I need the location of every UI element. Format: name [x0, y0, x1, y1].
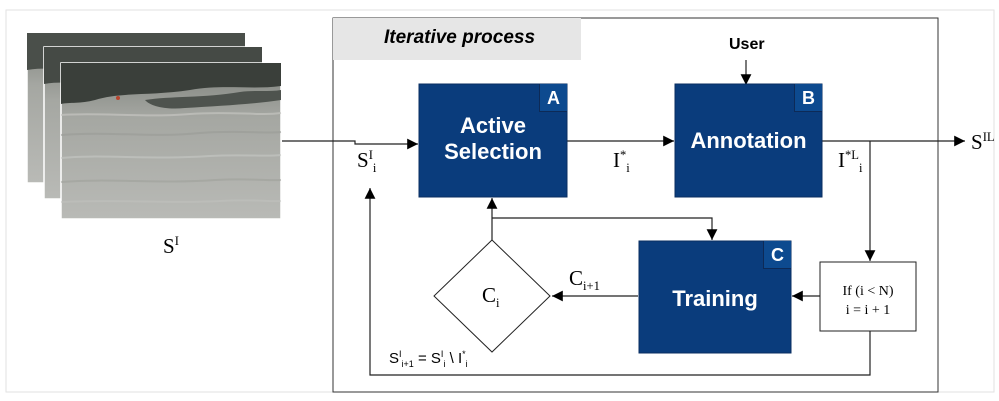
- iterative-frame: [332, 17, 939, 393]
- eq-rhs-sup: *: [462, 349, 466, 359]
- label-i-il-base: I: [838, 148, 845, 172]
- rocks-band: [145, 90, 281, 109]
- edge-feedback-loop: [364, 188, 871, 376]
- edge-branch-to-training: [492, 217, 718, 240]
- eq-equals: =: [413, 350, 431, 367]
- label-s-i-base: S: [357, 148, 369, 172]
- annotation-title: Annotation: [690, 128, 807, 153]
- rocks-top: [61, 63, 281, 104]
- user-label: User: [729, 36, 765, 53]
- label-s-i-sup: I: [368, 148, 373, 162]
- condition-line2: i = i + 1: [845, 302, 891, 318]
- decision-diamond: [433, 239, 551, 353]
- eq-mid-sub: i: [443, 359, 446, 369]
- input-label-sup: I: [174, 234, 179, 248]
- eq-op: \: [445, 350, 458, 367]
- label-i-i: I*i: [613, 148, 630, 175]
- input-label-base: S: [163, 234, 175, 258]
- eq-lhs-sup: I: [399, 349, 402, 359]
- output-label-base: S: [971, 130, 983, 154]
- active-selection-title: Active Selection: [419, 113, 567, 166]
- eq-rhs-base: I: [457, 350, 463, 367]
- label-i-i-base: I: [613, 148, 620, 172]
- output-label: SIL: [971, 130, 995, 154]
- label-i-i-sub: i: [626, 161, 630, 176]
- output-label-sup: IL: [982, 130, 995, 144]
- eq-rhs-sub: i: [465, 359, 468, 369]
- label-s-i: SIi: [357, 148, 376, 175]
- condition-line1: If (i < N): [842, 284, 894, 299]
- eq-mid-base: S: [430, 350, 441, 367]
- active-selection-line2: Selection: [444, 139, 542, 165]
- active-selection-line1: Active: [459, 113, 527, 138]
- eq-lhs-sub: i+1: [401, 359, 414, 369]
- condition-box: [819, 261, 917, 332]
- edge-input-to-selection: [282, 138, 418, 150]
- training-title: Training: [672, 286, 758, 311]
- label-i-il-sub: i: [859, 161, 863, 176]
- badge-b: B: [794, 84, 822, 112]
- label-c-i1: Ci+1: [569, 266, 600, 293]
- label-c-i-sub: i: [496, 296, 500, 311]
- label-i-il: I*Li: [838, 148, 863, 175]
- label-c-i-base: C: [482, 283, 497, 307]
- image-front: [60, 62, 282, 220]
- eq-mid-sup: I: [440, 349, 444, 359]
- label-i-il-sup: *L: [845, 148, 859, 162]
- badge-a: A: [539, 84, 567, 112]
- input-label: SI: [163, 234, 179, 258]
- label-c-i1-base: C: [569, 266, 584, 290]
- frame-title: Iterative process: [384, 27, 536, 48]
- condition-text: If (i < N) i = i + 1: [820, 283, 916, 321]
- label-i-i-sup: *: [620, 148, 627, 162]
- image-stack: [26, 32, 282, 220]
- iterative-frame-header: [333, 18, 581, 60]
- label-c-i: Ci: [482, 283, 500, 310]
- eq-lhs-base: S: [389, 350, 400, 367]
- label-s-i-sub: i: [372, 161, 377, 176]
- update-equation: SIi+1 = SIi \ I*i: [389, 349, 468, 369]
- badge-c: C: [763, 241, 791, 269]
- label-c-i1-sub: i+1: [583, 279, 600, 294]
